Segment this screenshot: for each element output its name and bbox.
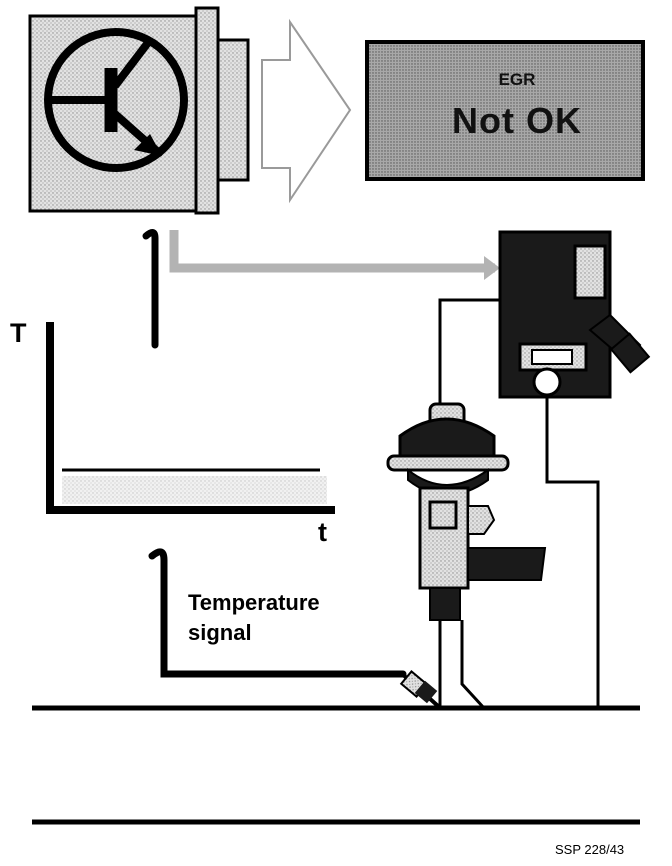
temperature-sensor	[398, 670, 440, 708]
vacuum-line-right	[545, 396, 600, 708]
temperature-signal-label-line2: signal	[188, 620, 252, 645]
egr-valve	[386, 402, 547, 621]
control-unit-plug	[216, 38, 250, 182]
control-unit	[28, 6, 250, 215]
signal-arrow-icon	[261, 18, 352, 204]
figure-reference: SSP 228/43	[555, 842, 625, 857]
axis-label-time: t	[318, 517, 327, 547]
temperature-signal-label: Temperature signal	[188, 588, 320, 648]
temperature-signal-line	[148, 548, 407, 678]
transistor-icon	[44, 28, 188, 172]
control-connection	[169, 230, 495, 273]
temperature-signal-label-line1: Temperature	[188, 590, 320, 615]
warning-display	[365, 40, 645, 181]
solenoid-valve	[498, 230, 651, 399]
axis-label-temperature: T	[10, 318, 27, 348]
temperature-graph	[46, 322, 335, 514]
egr-status-text: Not OK	[452, 100, 582, 141]
egr-label: EGR	[498, 70, 536, 89]
exhaust-pipe	[438, 620, 486, 710]
control-unit-flange	[194, 6, 220, 215]
vacuum-line-left	[438, 298, 500, 408]
upper-signal-stroke	[142, 229, 159, 349]
